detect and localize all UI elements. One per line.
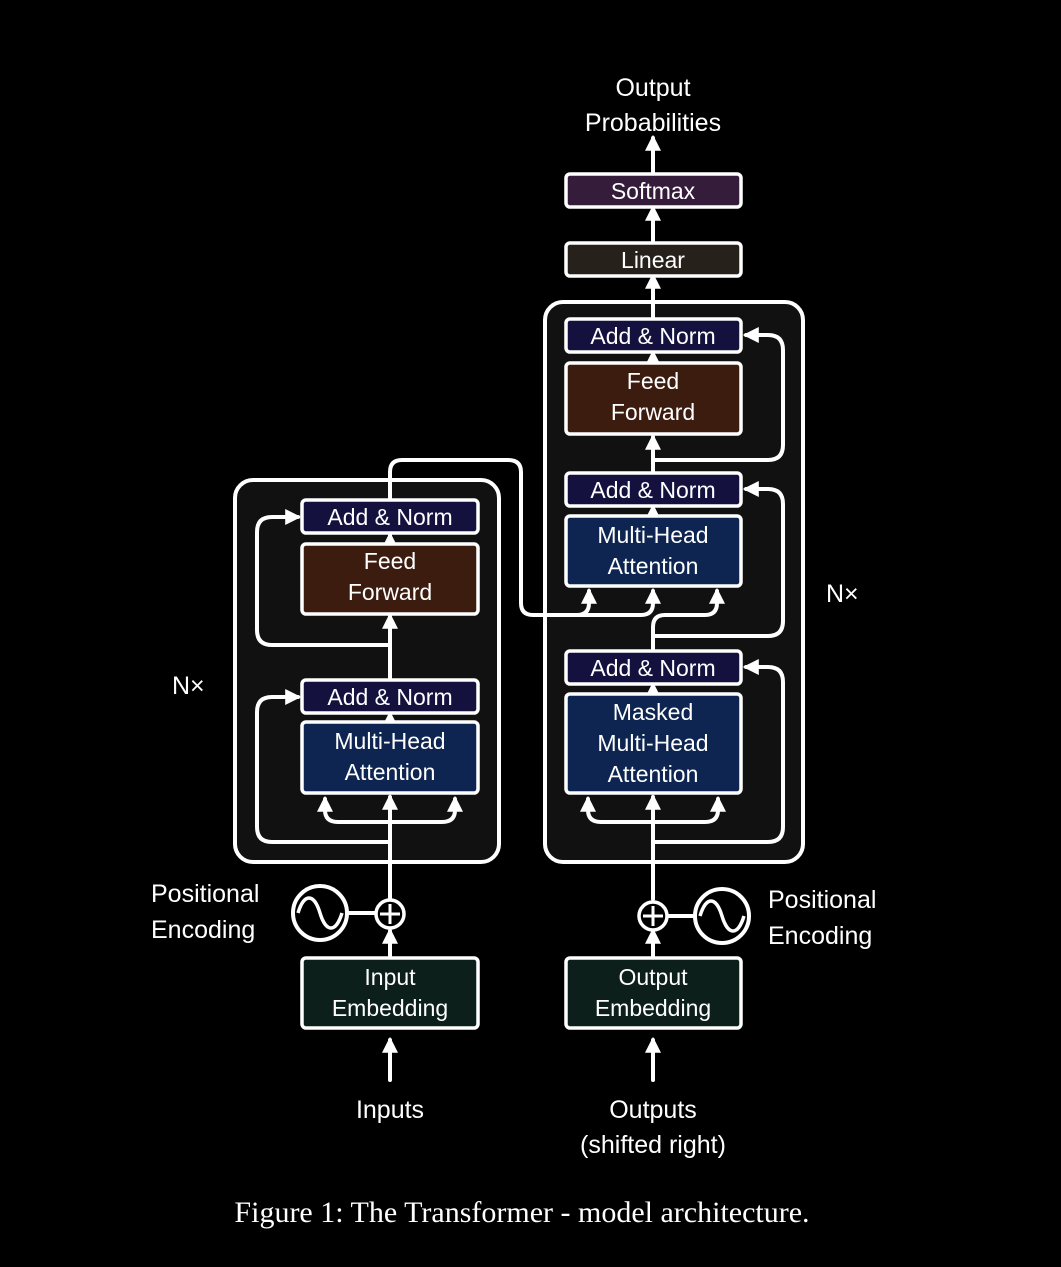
encoder-wires [255, 458, 661, 1082]
encoder-add-norm-bottom: Add & Norm [300, 678, 480, 715]
linear-label: Linear [621, 247, 685, 273]
decoder-add-norm-bottom-label: Add & Norm [590, 655, 715, 681]
encoder-attention: Multi-Head Attention [300, 720, 480, 795]
encoder-pe-line1: Positional [151, 880, 259, 908]
encoder-add-norm-top: Add & Norm [300, 498, 480, 535]
output-embedding-line2: Embedding [595, 995, 711, 1021]
decoder-add-norm-top: Add & Norm [564, 317, 743, 354]
decoder-cross-attention: Multi-Head Attention [564, 514, 743, 588]
output-embedding-line1: Output [618, 964, 688, 990]
outputs-label-line2: (shifted right) [580, 1131, 726, 1159]
input-embedding: Input Embedding [300, 956, 480, 1030]
decoder-masked-attention: Masked Multi-Head Attention [564, 692, 743, 795]
decoder-add-norm-mid: Add & Norm [564, 471, 743, 508]
encoder-feed-forward-line1: Feed [364, 548, 416, 574]
decoder-wires [580, 134, 785, 1082]
input-embedding-line2: Embedding [332, 995, 448, 1021]
linear-block: Linear [564, 241, 743, 278]
decoder-feed-forward-line2: Forward [611, 399, 695, 425]
masked-attention-line2: Multi-Head [597, 730, 708, 756]
encoder-stack [233, 478, 501, 864]
masked-attention-line1: Masked [613, 699, 694, 725]
decoder-pe-line1: Positional [768, 886, 876, 914]
output-probabilities-line2: Probabilities [585, 109, 721, 137]
decoder-positional-encoding: Positional Encoding [637, 886, 876, 950]
decoder-repeat-label: N× [826, 580, 859, 608]
decoder-add-norm-bottom: Add & Norm [564, 649, 743, 686]
encoder-repeat-label: N× [172, 672, 205, 700]
decoder-cross-attention-line2: Attention [608, 553, 699, 579]
softmax-block: Softmax [564, 172, 743, 209]
decoder-feed-forward: Feed Forward [564, 361, 743, 436]
input-embedding-line1: Input [364, 964, 416, 990]
decoder-add-norm-mid-label: Add & Norm [590, 477, 715, 503]
masked-attention-line3: Attention [608, 761, 699, 787]
encoder-positional-encoding: Positional Encoding [151, 880, 406, 944]
encoder-feed-forward: Feed Forward [300, 542, 480, 616]
encoder-pe-line2: Encoding [151, 916, 255, 944]
encoder-add-norm-bottom-label: Add & Norm [327, 684, 452, 710]
output-embedding: Output Embedding [564, 956, 743, 1030]
figure-caption: Figure 1: The Transformer - model archit… [234, 1196, 809, 1229]
encoder-attention-line2: Attention [345, 759, 436, 785]
inputs-label: Inputs [356, 1096, 424, 1124]
encoder-attention-line1: Multi-Head [334, 728, 445, 754]
decoder-pe-line2: Encoding [768, 922, 872, 950]
softmax-label: Softmax [611, 178, 696, 204]
decoder-feed-forward-line1: Feed [627, 368, 679, 394]
decoder-cross-attention-line1: Multi-Head [597, 522, 708, 548]
encoder-feed-forward-line2: Forward [348, 579, 432, 605]
output-probabilities-line1: Output [615, 74, 690, 102]
outputs-label-line1: Outputs [609, 1096, 697, 1124]
encoder-add-norm-top-label: Add & Norm [327, 504, 452, 530]
decoder-add-norm-top-label: Add & Norm [590, 323, 715, 349]
